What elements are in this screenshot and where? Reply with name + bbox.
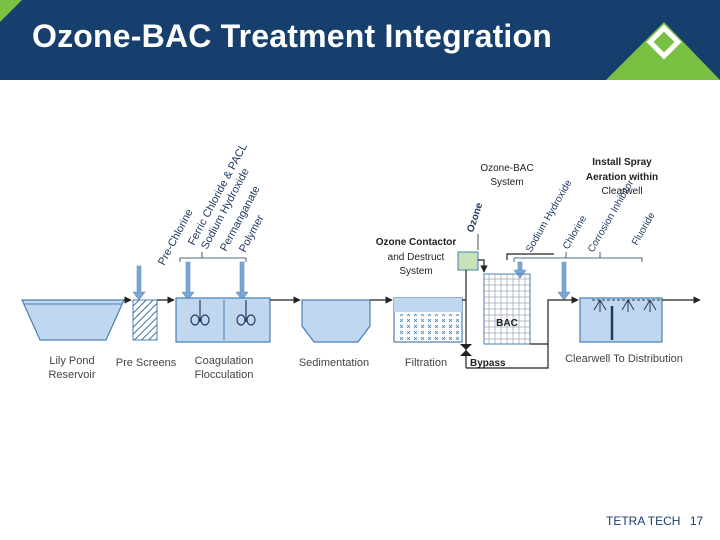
clearwell-tank-shape: [579, 297, 663, 343]
chem-chlorine-label: Chlorine: [561, 213, 589, 251]
prescreens-label: Pre Screens: [116, 357, 177, 369]
spray-aeration-icon: [592, 299, 660, 312]
callout-spray-line3: Clearwell: [601, 186, 642, 197]
slide-header: Ozone-BAC Treatment Integration: [0, 0, 720, 80]
slide-footer: TETRA TECH 17: [606, 514, 703, 528]
callout-spray-line2: Aeration within: [586, 172, 658, 183]
coagulation-tank-shape: [175, 297, 271, 343]
coagulation-label-line2: Flocculation: [195, 369, 254, 381]
flocculator-mixer-icon: [190, 300, 256, 326]
coag-chem-bracket: [179, 252, 247, 262]
callout-ozone-bac-line2: System: [490, 177, 523, 188]
callout-spray-line1: Install Spray: [592, 157, 652, 168]
callout-contactor-line2: and Destruct: [388, 252, 445, 263]
sedimentation-basin-shape: [301, 299, 371, 343]
callout-ozone-bac-line1: Ozone-BAC: [480, 163, 533, 174]
footer-company: TETRA TECH: [606, 514, 681, 528]
bac-filter-shape: [483, 273, 531, 345]
process-flow-lines: [124, 253, 701, 369]
chem-fluoride-label: Fluoride: [630, 210, 658, 247]
coagulation-label-line1: Coagulation: [195, 355, 254, 367]
sedimentation-label: Sedimentation: [299, 357, 369, 369]
pre-screens-shape: [132, 299, 158, 341]
clearwell-label: Clearwell To Distribution: [565, 353, 683, 365]
page-number: 17: [689, 514, 704, 528]
reservoir-label-line2: Reservoir: [48, 369, 95, 381]
chem-ozone-label: Ozone: [465, 201, 485, 234]
filtration-label: Filtration: [405, 357, 447, 369]
callout-contactor-line1: Ozone Contactor: [376, 237, 457, 248]
bac-label: BAC: [496, 318, 518, 329]
bypass-label: Bypass: [470, 358, 506, 369]
slide-title: Ozone-BAC Treatment Integration: [32, 18, 553, 54]
tetra-tech-logo-icon: [606, 22, 720, 80]
bypass-valve-icon: [460, 344, 472, 356]
ozone-contactor-box: [457, 251, 479, 271]
reservoir-label-line1: Lily Pond: [49, 355, 94, 367]
header-accent-corner: [0, 0, 22, 22]
lily-pond-reservoir-shape: [21, 299, 125, 341]
clearwell-chem-bracket: [513, 252, 643, 262]
callout-contactor-line3: System: [399, 266, 432, 277]
